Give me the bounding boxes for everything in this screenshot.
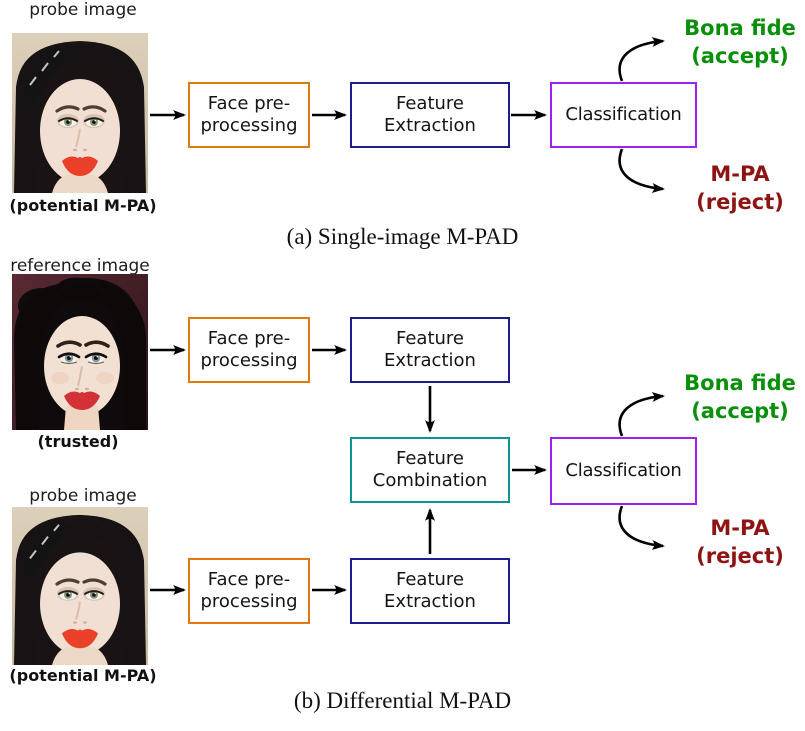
outcome-line: (reject) (696, 190, 784, 214)
probe-image-sublabel-a: (potential M-PA) (9, 196, 157, 215)
box-face-preprocessing-a: Face pre- processing (188, 82, 310, 148)
box-face-preprocessing-probe-b: Face pre- processing (188, 558, 310, 624)
box-label-line: Extraction (384, 115, 476, 136)
box-feature-combination-b: Feature Combination (350, 437, 510, 503)
outcome-line: Bona fide (684, 371, 796, 395)
box-feature-extraction-a: Feature Extraction (350, 82, 510, 148)
box-label-line: Face pre- (207, 92, 291, 114)
outcome-bona-fide-b: Bona fide (accept) (640, 369, 805, 425)
caption-a: (a) Single-image M-PAD (286, 224, 519, 249)
outcome-line: M-PA (710, 162, 770, 186)
reference-image-sublabel-b: (trusted) (37, 432, 119, 451)
box-label-line: Combination (372, 470, 488, 491)
probe-image-a (12, 33, 148, 193)
box-label-line: Face pre- (207, 568, 291, 590)
box-label-line: Feature (395, 447, 465, 469)
box-label-line: processing (200, 591, 298, 612)
box-label-line: processing (200, 115, 298, 136)
box-label-line: processing (200, 350, 298, 371)
box-label-line: Feature (395, 92, 465, 114)
outcome-mpa-a: M-PA (reject) (640, 160, 805, 216)
outcome-line: Bona fide (684, 16, 796, 40)
outcome-line: (accept) (691, 399, 789, 423)
reference-image-b (12, 274, 148, 430)
outcome-line: (reject) (696, 544, 784, 568)
box-face-preprocessing-ref-b: Face pre- processing (188, 317, 310, 383)
outcome-mpa-b: M-PA (reject) (640, 514, 805, 570)
outcome-line: (accept) (691, 44, 789, 68)
caption-b: (b) Differential M-PAD (293, 688, 512, 713)
reference-image-label-b: reference image (10, 256, 150, 276)
box-classification-b: Classification (550, 437, 697, 505)
box-label-line: Extraction (384, 350, 476, 371)
box-label-line: Feature (395, 327, 465, 349)
probe-image-label-a: probe image (29, 0, 137, 20)
probe-image-sublabel-b: (potential M-PA) (9, 666, 157, 685)
box-label-line: Face pre- (207, 327, 291, 349)
box-label-line: Feature (395, 568, 465, 590)
box-feature-extraction-ref-b: Feature Extraction (350, 317, 510, 383)
outcome-line: M-PA (710, 516, 770, 540)
box-feature-extraction-probe-b: Feature Extraction (350, 558, 510, 624)
box-label-line: Classification (565, 459, 682, 481)
outcome-bona-fide-a: Bona fide (accept) (640, 14, 805, 70)
probe-image-b (12, 507, 148, 665)
probe-image-label-b: probe image (29, 486, 137, 506)
box-label-line: Extraction (384, 591, 476, 612)
box-label-line: Classification (565, 103, 682, 125)
box-classification-a: Classification (550, 82, 697, 148)
